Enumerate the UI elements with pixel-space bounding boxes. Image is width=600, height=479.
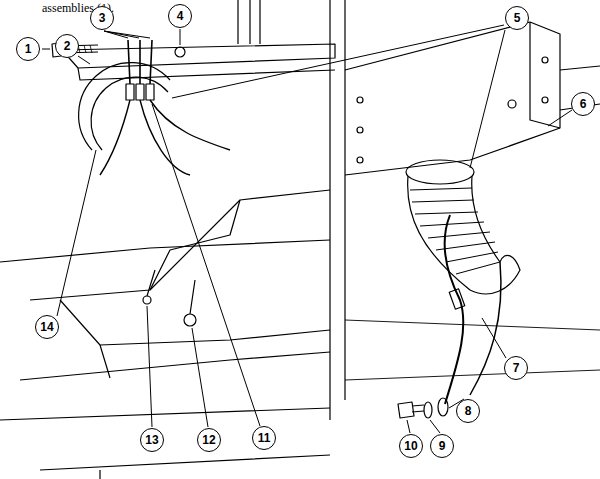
callout-number: 13 bbox=[140, 428, 164, 452]
beam bbox=[62, 44, 335, 68]
callout-number: 8 bbox=[456, 399, 480, 423]
screw bbox=[398, 402, 424, 418]
housing bbox=[345, 22, 560, 175]
washer bbox=[424, 402, 432, 418]
nut bbox=[175, 47, 185, 57]
callout-number: 11 bbox=[252, 426, 276, 450]
beam-edge bbox=[78, 68, 335, 80]
callout-number: 7 bbox=[504, 356, 528, 380]
callout-number: 12 bbox=[197, 428, 221, 452]
callout-number: 6 bbox=[571, 92, 595, 116]
wires bbox=[128, 40, 152, 84]
bracket bbox=[79, 63, 170, 150]
callout-number: 3 bbox=[90, 6, 114, 30]
callout-number: 10 bbox=[399, 434, 423, 458]
callout-number: 14 bbox=[35, 315, 59, 339]
housing-edge bbox=[530, 22, 560, 128]
hose-mouth bbox=[406, 160, 474, 184]
callout-number: 5 bbox=[505, 6, 529, 30]
callout-number: 9 bbox=[430, 434, 454, 458]
leader-lines bbox=[42, 25, 572, 433]
callout-number: 1 bbox=[16, 37, 40, 61]
callout-number: 4 bbox=[168, 4, 192, 28]
callout-number: 2 bbox=[55, 34, 79, 58]
terminal bbox=[438, 398, 448, 416]
hose bbox=[408, 176, 500, 290]
